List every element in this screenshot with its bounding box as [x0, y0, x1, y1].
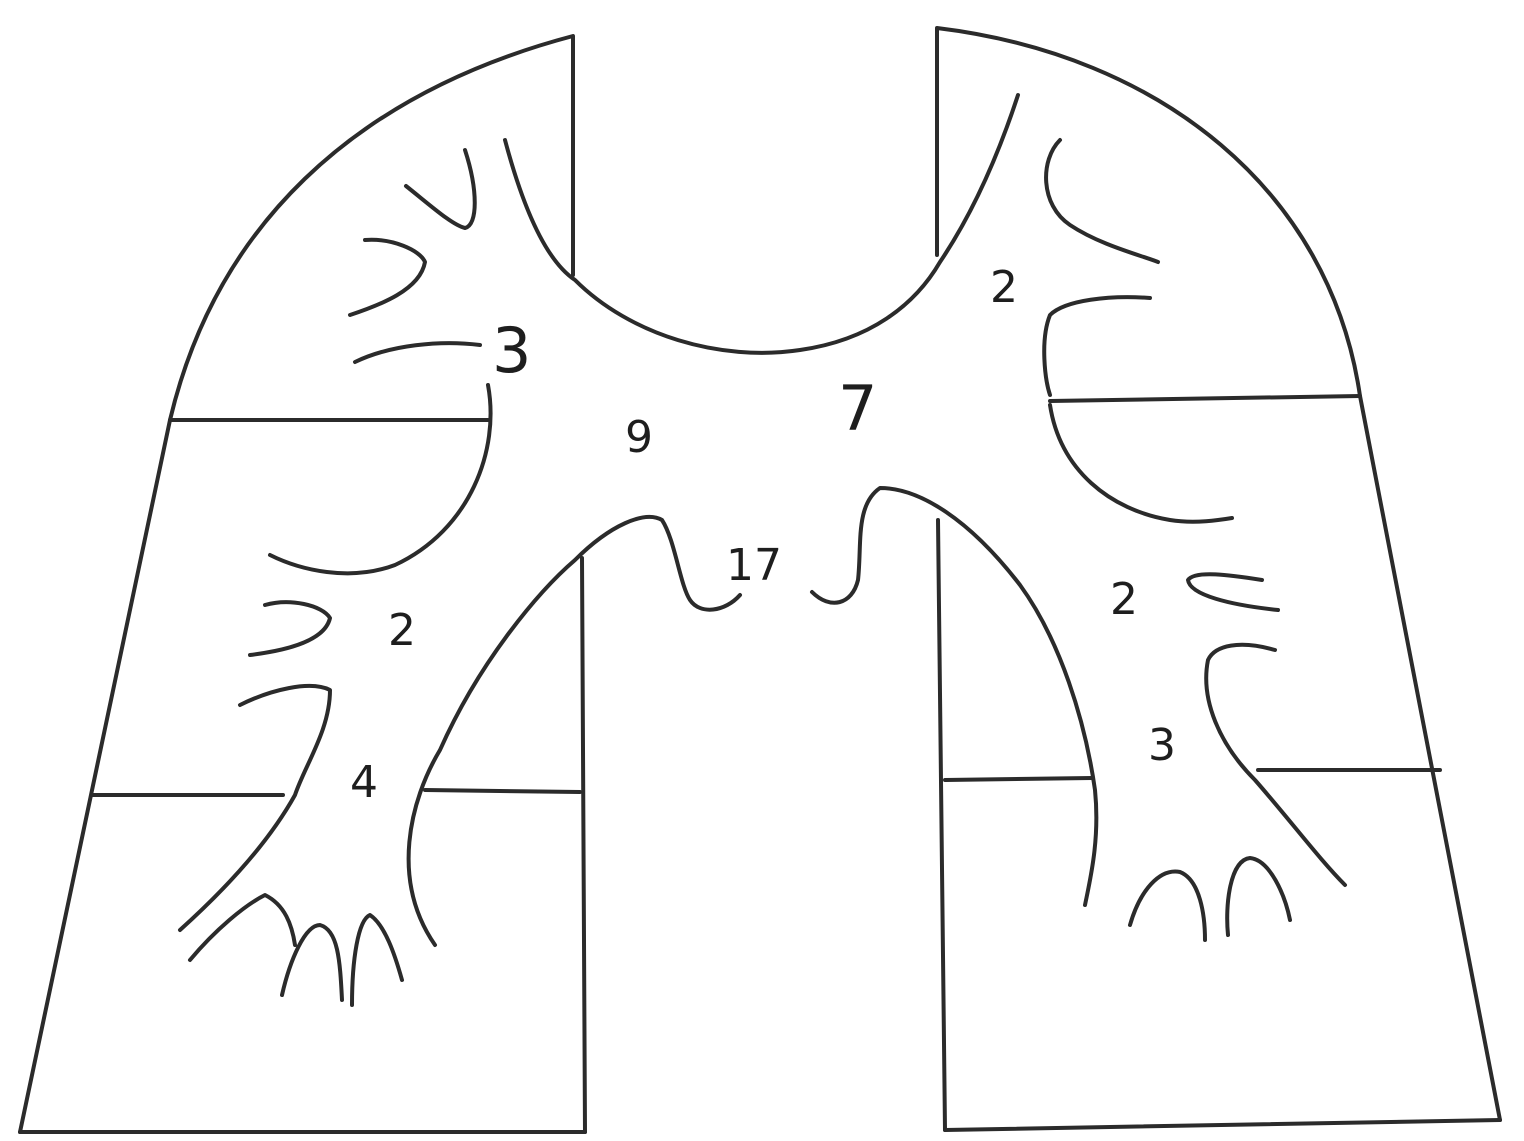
- label-right-middle: 2: [1110, 574, 1138, 625]
- airway-lower-right-curve: [812, 488, 1096, 905]
- right-branch: [1044, 297, 1150, 395]
- right-branch: [1227, 858, 1290, 935]
- right-lung: [937, 28, 1500, 1130]
- airway-upper-curve: [505, 95, 1018, 353]
- label-left-upper: 3: [492, 314, 531, 387]
- right-lung-base: [945, 1120, 1500, 1130]
- left-lung-inner-border: [582, 558, 585, 1132]
- right-branch: [1050, 405, 1232, 522]
- airway-lower-left-curve: [409, 517, 740, 945]
- left-lower-divider: [92, 790, 580, 795]
- label-left-lower: 4: [350, 757, 378, 808]
- left-branch: [180, 686, 330, 930]
- left-lung: [20, 36, 585, 1132]
- label-right-lower: 3: [1148, 720, 1176, 771]
- left-branch: [350, 240, 425, 315]
- right-upper-divider: [1050, 396, 1360, 401]
- right-branch: [1130, 872, 1205, 940]
- left-branch: [355, 343, 480, 362]
- left-branch: [406, 150, 475, 228]
- right-lower-divider: [945, 770, 1440, 780]
- label-right-upper: 2: [990, 262, 1018, 313]
- label-central-left: 9: [625, 412, 653, 463]
- left-branch: [270, 385, 491, 573]
- label-left-middle: 2: [388, 605, 416, 656]
- label-central-lower: 17: [726, 540, 782, 591]
- right-bronchial-branches: [1044, 140, 1345, 940]
- left-branch: [352, 915, 402, 1005]
- right-branch: [1046, 140, 1158, 262]
- right-branch: [1188, 574, 1278, 610]
- left-lung-outer-border: [20, 36, 573, 1132]
- right-branch: [1206, 645, 1345, 885]
- left-branch: [250, 602, 330, 655]
- right-lung-inner-border: [938, 520, 945, 1130]
- left-branch: [282, 925, 342, 1000]
- label-central-right: 7: [838, 372, 877, 445]
- central-airway: [409, 95, 1097, 945]
